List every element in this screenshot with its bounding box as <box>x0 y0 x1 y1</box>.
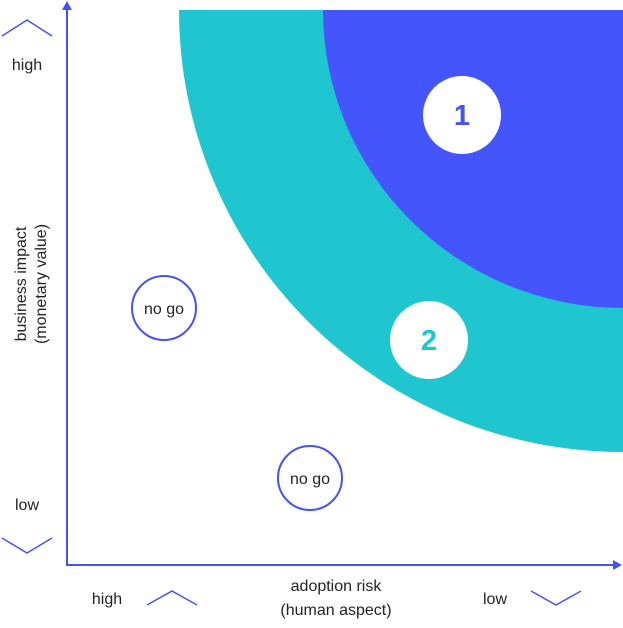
y-axis-title-line2: (monetary value) <box>33 224 50 344</box>
x-axis-arrowhead <box>613 560 622 570</box>
chevron-down-icon <box>530 590 582 606</box>
y-axis-low-label: low <box>15 497 39 514</box>
chevron-up-icon <box>146 590 198 606</box>
no-go-badge-upper: no go <box>131 275 197 341</box>
y-axis-title: business impact (monetary value) <box>13 224 50 344</box>
y-axis-arrowhead <box>62 1 72 10</box>
axes <box>62 1 622 570</box>
zone-2-badge: 2 <box>390 301 468 379</box>
y-axis-high-label: high <box>12 57 42 74</box>
x-axis-low-label: low <box>483 591 507 608</box>
zone-1-number: 1 <box>454 100 470 132</box>
y-axis-title-line1: business impact <box>13 226 30 341</box>
no-go-label: no go <box>290 471 330 488</box>
zone-2-number: 2 <box>421 325 437 357</box>
chevron-up-icon <box>1 19 53 37</box>
zone-1-area <box>323 10 623 308</box>
x-axis-title-line1: adoption risk <box>291 578 383 595</box>
zone-1-badge: 1 <box>423 76 501 154</box>
x-axis-high-label: high <box>92 591 122 608</box>
chevron-down-icon <box>1 537 53 554</box>
x-axis-title-line2: (human aspect) <box>280 602 391 619</box>
no-go-label: no go <box>144 301 184 318</box>
no-go-badge-lower: no go <box>277 445 343 511</box>
